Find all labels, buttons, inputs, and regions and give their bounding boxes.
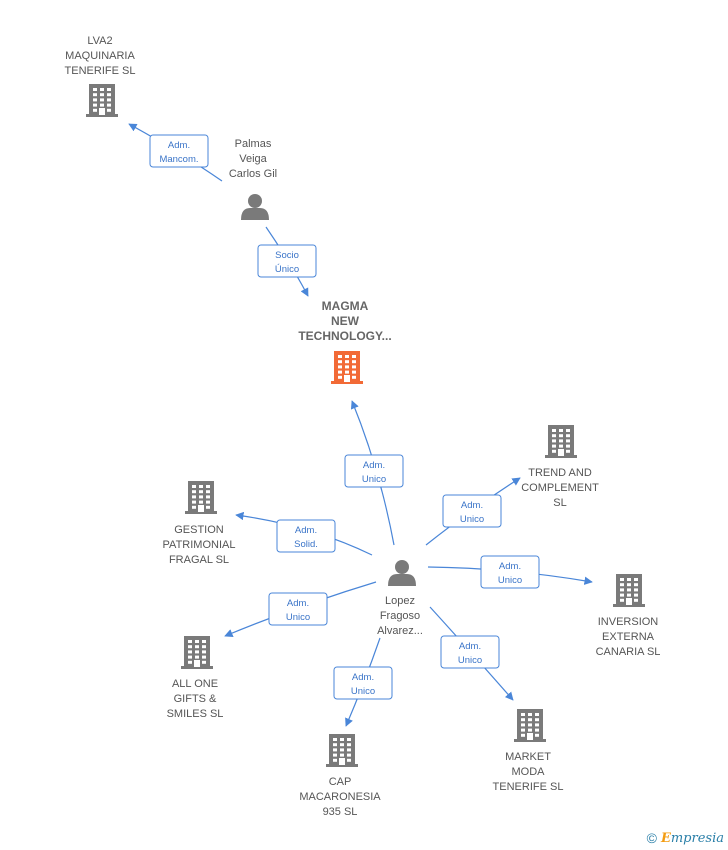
relation-label: Adm. <box>459 641 481 652</box>
relation-label: Unico <box>351 686 375 697</box>
node-label: Palmas <box>235 138 272 150</box>
node-label: MARKET <box>505 751 551 763</box>
node-label: CANARIA SL <box>596 646 661 658</box>
relation-label: Solid. <box>294 539 318 550</box>
relation-label: Adm. <box>461 500 483 511</box>
edge-palmas-lva2: Adm. Mancom. <box>128 123 223 182</box>
node-label: MACARONESIA <box>299 791 381 803</box>
edge-lopez-cap: Adm. Unico <box>333 637 393 727</box>
relation-label: Adm. <box>168 140 190 151</box>
edge-lopez-inversion: Adm. Unico <box>427 555 593 589</box>
node-label: 935 SL <box>323 806 358 818</box>
node-label: ALL ONE <box>172 678 218 690</box>
relation-badge[interactable]: Adm. Unico <box>480 555 540 589</box>
footer-brand: © Empresia <box>647 830 724 846</box>
node-magma[interactable]: MAGMANEWTECHNOLOGY... <box>298 299 392 384</box>
relation-badge[interactable]: Adm. Unico <box>333 666 393 700</box>
node-label: EXTERNA <box>602 631 655 643</box>
edge-lopez-gestion: Adm. Solid. <box>235 511 373 556</box>
relation-label: Unico <box>498 575 522 586</box>
edge-lopez-market: Adm. Unico <box>429 606 514 701</box>
node-label: Fragoso <box>380 610 420 622</box>
building-icon <box>545 425 577 458</box>
relation-badge[interactable]: Adm. Unico <box>440 635 500 669</box>
relation-label: Unico <box>460 514 484 525</box>
building-icon <box>514 709 546 742</box>
node-label: NEW <box>331 314 360 328</box>
building-icon <box>86 84 118 117</box>
node-label: INVERSION <box>598 616 659 628</box>
relation-label: Adm. <box>499 561 521 572</box>
node-inversion[interactable]: INVERSION EXTERNA CANARIA SL <box>596 574 661 658</box>
node-cap[interactable]: CAP MACARONESIA 935 SL <box>299 734 381 818</box>
node-label: TENERIFE SL <box>65 65 136 77</box>
relation-badge[interactable]: Adm. Solid. <box>276 519 336 553</box>
node-label: LVA2 <box>87 35 112 47</box>
relation-label: Adm. <box>352 672 374 683</box>
node-label: MAQUINARIA <box>65 50 135 62</box>
node-allone[interactable]: ALL ONE GIFTS & SMILES SL <box>167 636 224 720</box>
relation-label: Unico <box>286 612 310 623</box>
node-label: SL <box>553 497 566 509</box>
node-label: COMPLEMENT <box>521 482 599 494</box>
node-label: GIFTS & <box>174 693 217 705</box>
relation-label: Unico <box>458 655 482 666</box>
relation-badge[interactable]: Adm. Unico <box>442 494 502 528</box>
node-market[interactable]: MARKET MODA TENERIFE SL <box>493 709 564 793</box>
node-label: GESTION <box>174 524 224 536</box>
relation-label: Único <box>275 264 299 275</box>
node-label: TECHNOLOGY... <box>298 329 391 343</box>
node-trend[interactable]: TREND AND COMPLEMENT SL <box>521 425 599 509</box>
node-label: FRAGAL SL <box>169 554 229 566</box>
relation-label: Adm. <box>295 525 317 536</box>
edges-layer: Adm.Mancom.SocioÚnicoAdm.UnicoAdm.UnicoA… <box>128 123 593 727</box>
node-label: MODA <box>512 766 546 778</box>
building-icon <box>181 636 213 669</box>
node-lopez[interactable]: LopezFragosoAlvarez... <box>377 560 423 637</box>
node-label: Carlos Gil <box>229 168 277 180</box>
edge-lopez-magma: Adm. Unico <box>344 400 404 546</box>
person-icon <box>241 194 269 220</box>
brand-logo: Empresia <box>660 831 724 846</box>
node-label: MAGMA <box>322 299 369 313</box>
person-icon <box>388 560 416 586</box>
relation-badge[interactable]: Adm. Unico <box>268 592 328 626</box>
edge-lopez-trend: Adm. Unico <box>425 477 521 546</box>
copyright-symbol: © <box>646 830 657 846</box>
node-label: PATRIMONIAL <box>163 539 236 551</box>
building-icon <box>331 351 363 384</box>
node-label: Lopez <box>385 595 415 607</box>
building-icon <box>326 734 358 767</box>
node-gestion[interactable]: GESTION PATRIMONIAL FRAGAL SL <box>163 481 236 566</box>
building-icon <box>185 481 217 514</box>
relation-label: Unico <box>362 474 386 485</box>
node-label: TENERIFE SL <box>493 781 564 793</box>
relation-badge[interactable]: Adm. Mancom. <box>149 134 209 168</box>
relation-label: Socio <box>275 250 299 261</box>
node-label: SMILES SL <box>167 708 224 720</box>
node-label: TREND AND <box>528 467 592 479</box>
relation-label: Adm. <box>363 460 385 471</box>
relation-label: Adm. <box>287 598 309 609</box>
relation-label: Mancom. <box>159 154 198 165</box>
node-label: Veiga <box>239 153 267 165</box>
edge-lopez-allone: Adm. Unico <box>224 581 377 637</box>
relation-badge[interactable]: Adm. Unico <box>344 454 404 488</box>
building-icon <box>613 574 645 607</box>
node-label: Alvarez... <box>377 625 423 637</box>
node-label: CAP <box>329 776 352 788</box>
